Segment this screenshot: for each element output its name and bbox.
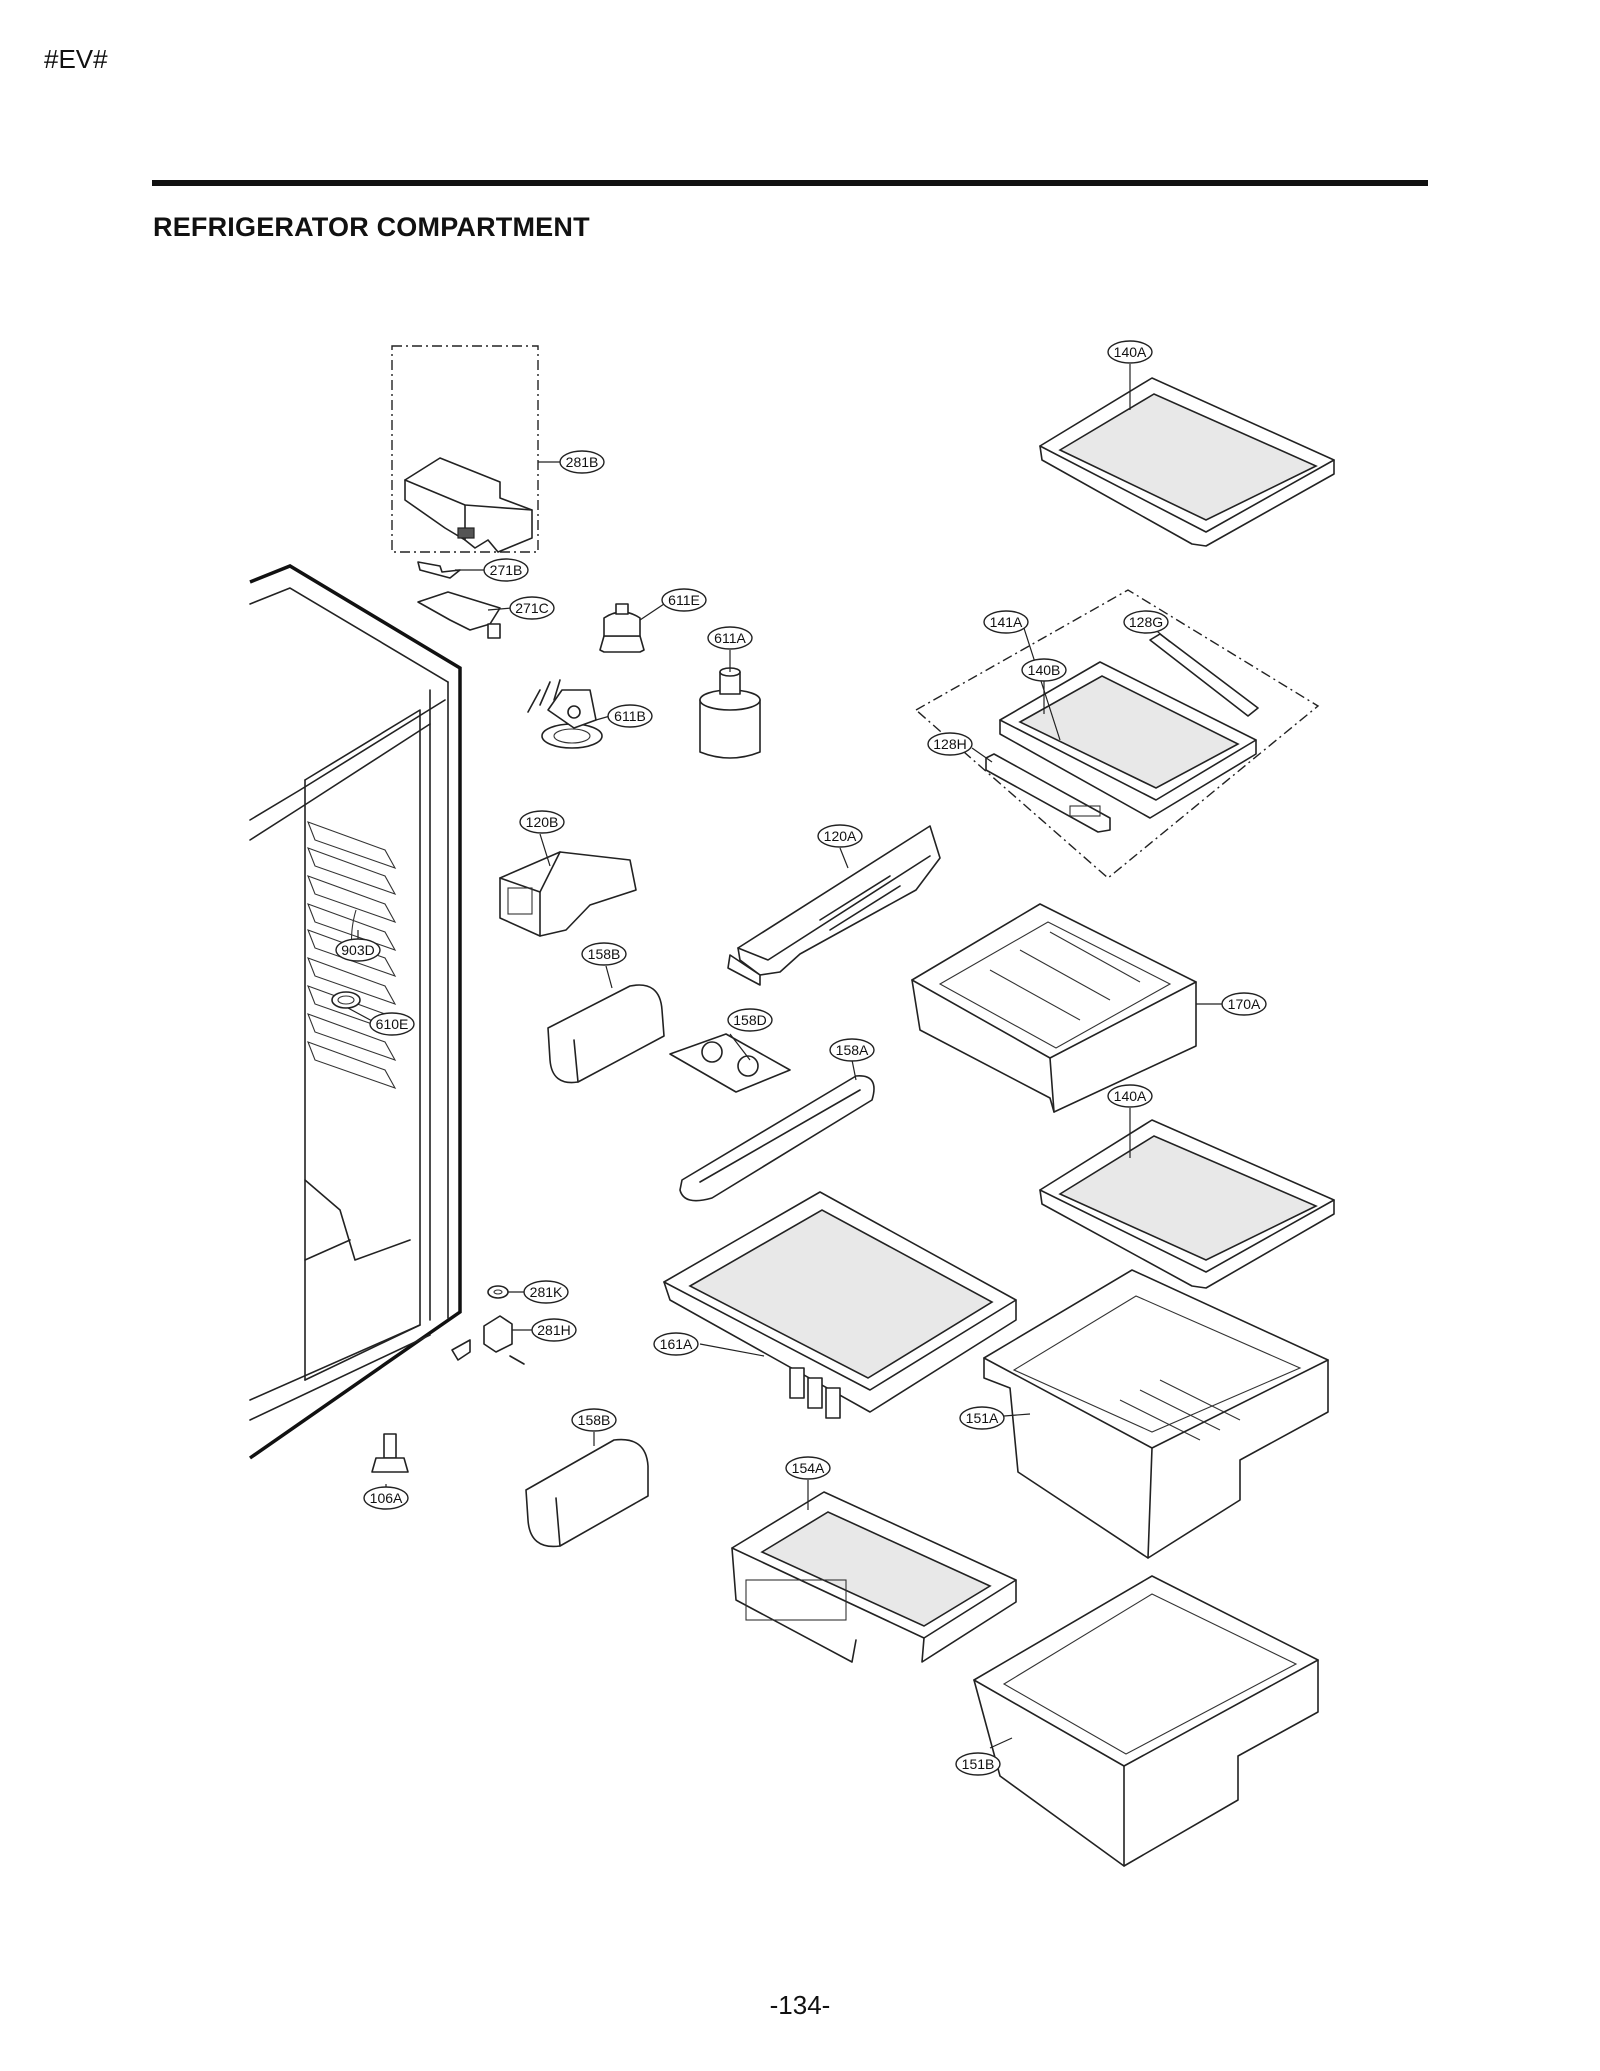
svg-text:903D: 903D (341, 942, 374, 958)
svg-text:281B: 281B (566, 454, 599, 470)
page-number: -134- (769, 1990, 831, 2020)
part-281H (483, 1315, 525, 1365)
callout-610E: 610E (369, 1012, 415, 1036)
part-281K (487, 1285, 509, 1299)
svg-text:128H: 128H (933, 736, 966, 752)
part-161A-shelf (663, 1191, 1017, 1419)
part-151A-crisper (983, 1269, 1329, 1559)
svg-text:106A: 106A (370, 1490, 403, 1506)
svg-text:281H: 281H (537, 1322, 570, 1338)
part-128H-rail (985, 753, 1111, 833)
callout-281K: 281K (523, 1280, 569, 1304)
callout-128G: 128G (1123, 610, 1169, 634)
callout-120B: 120B (519, 810, 565, 834)
svg-text:158B: 158B (588, 946, 621, 962)
part-151B-crisper (973, 1575, 1319, 1867)
refrigerator-cabinet (249, 564, 471, 1460)
callout-158B-top: 158B (581, 942, 627, 966)
svg-text:128G: 128G (1129, 614, 1163, 630)
svg-text:271B: 271B (490, 562, 523, 578)
callout-611E: 611E (661, 588, 707, 612)
part-158D (669, 1033, 791, 1093)
callout-903D: 903D (335, 938, 381, 962)
part-106A-leveler (371, 1433, 409, 1473)
callout-151B: 151B (955, 1752, 1001, 1776)
svg-text:158A: 158A (836, 1042, 869, 1058)
svg-text:151B: 151B (962, 1756, 995, 1772)
part-158A-bar (679, 1075, 875, 1202)
callout-161A: 161A (653, 1332, 699, 1356)
part-154A-tray (731, 1491, 1017, 1663)
callout-140A-mid: 140A (1107, 1084, 1153, 1108)
leader-lines (347, 364, 1224, 1749)
callout-128H: 128H (927, 732, 973, 756)
svg-text:610E: 610E (376, 1016, 409, 1032)
svg-text:151A: 151A (966, 1410, 999, 1426)
part-271B (417, 561, 461, 579)
callout-158D: 158D (727, 1008, 773, 1032)
svg-text:120B: 120B (526, 814, 559, 830)
svg-text:161A: 161A (660, 1336, 693, 1352)
part-611B-filter-head (527, 679, 603, 749)
callout-154A: 154A (785, 1456, 831, 1480)
callout-158B-bottom: 158B (571, 1408, 617, 1432)
part-611A-filter (699, 667, 761, 759)
callout-271B: 271B (483, 558, 529, 582)
svg-text:611E: 611E (668, 592, 700, 608)
svg-text:271C: 271C (515, 600, 548, 616)
svg-text:158B: 158B (578, 1412, 611, 1428)
svg-text:141A: 141A (990, 614, 1023, 630)
callout-281B: 281B (559, 450, 605, 474)
document-tag: #EV# (44, 44, 108, 74)
part-158B-cover-bottom (525, 1438, 649, 1548)
page-title: REFRIGERATOR COMPARTMENT (153, 212, 590, 242)
svg-text:611A: 611A (714, 630, 746, 646)
callout-140B: 140B (1021, 658, 1067, 682)
callout-611B: 611B (607, 704, 653, 728)
callout-140A-top: 140A (1107, 340, 1153, 364)
part-611E-cap (599, 603, 645, 653)
svg-text:281K: 281K (530, 1284, 563, 1300)
part-158B-cover-top (547, 984, 665, 1084)
callout-611A: 611A (707, 626, 753, 650)
part-120B (499, 851, 637, 937)
svg-text:120A: 120A (824, 828, 857, 844)
part-170A-drawer (911, 903, 1197, 1113)
callout-151A: 151A (959, 1406, 1005, 1430)
callout-120A: 120A (817, 824, 863, 848)
callout-158A: 158A (829, 1038, 875, 1062)
part-140A-shelf-top (1039, 377, 1335, 547)
part-281B-housing (391, 345, 539, 553)
callout-106A: 106A (363, 1486, 409, 1510)
part-140A-shelf-mid (1039, 1119, 1335, 1289)
svg-text:140B: 140B (1028, 662, 1061, 678)
svg-text:170A: 170A (1228, 996, 1261, 1012)
callout-141A: 141A (983, 610, 1029, 634)
svg-text:158D: 158D (733, 1012, 766, 1028)
svg-text:140A: 140A (1114, 1088, 1147, 1104)
part-271C (417, 591, 501, 639)
part-128G-rail (1149, 633, 1259, 717)
part-120A-duct (727, 825, 941, 986)
callout-170A: 170A (1221, 992, 1267, 1016)
header-rule (152, 180, 1428, 186)
part-141A-assembly (914, 589, 1320, 879)
svg-text:154A: 154A (792, 1460, 825, 1476)
callout-281H: 281H (531, 1318, 577, 1342)
svg-text:611B: 611B (614, 708, 646, 724)
part-140B-shelf (999, 661, 1257, 819)
callout-271C: 271C (509, 596, 555, 620)
svg-text:140A: 140A (1114, 344, 1147, 360)
